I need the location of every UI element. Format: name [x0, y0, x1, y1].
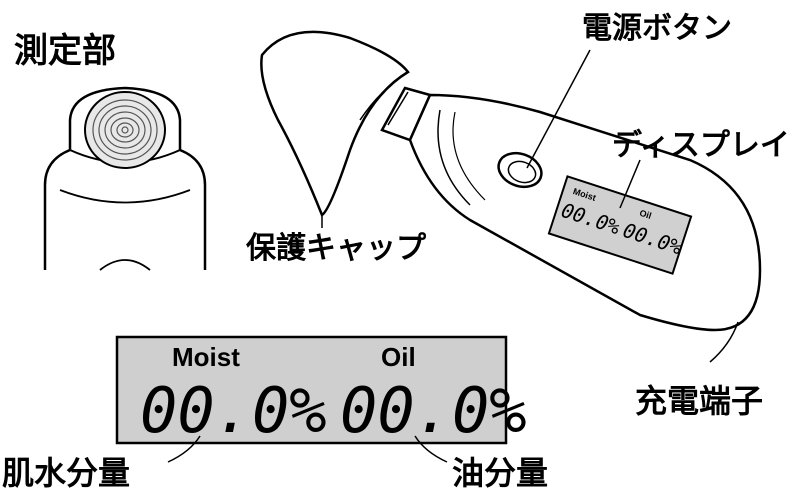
label-power-button: 電源ボタン	[582, 11, 732, 46]
lcd-panel	[115, 335, 508, 445]
lcd-oil-value: 00.0%	[340, 374, 527, 447]
leader-oil	[414, 435, 448, 463]
leader-display	[619, 159, 641, 209]
leader-charge-terminal	[709, 321, 739, 363]
lcd-oil-label: Oil	[381, 342, 416, 372]
label-charge-terminal: 充電端子	[635, 382, 763, 420]
lcd-closeup: Moist Oil 00.0% 00.0% 肌水分量 油分量	[2, 335, 548, 492]
lcd-moist-label: Moist	[172, 342, 240, 372]
label-cap: 保護キャップ	[246, 231, 427, 266]
protective-cap: 保護キャップ	[246, 30, 427, 266]
small-display: Moist Oil 00.0% 00.0%	[547, 175, 693, 275]
sensor-closeup: 測定部	[14, 31, 207, 271]
leader-skin-moisture	[167, 435, 201, 463]
label-display: ディスプレイ	[612, 128, 790, 163]
device-body: Moist Oil 00.0% 00.0% 電源ボタン ディスプレイ 充電端子	[380, 11, 790, 420]
leader-power-button	[526, 49, 591, 169]
label-sensor: 測定部	[14, 31, 116, 71]
small-display-oil-label: Oil	[638, 208, 653, 221]
sensor-rings	[92, 99, 158, 161]
label-oil: 油分量	[452, 454, 548, 492]
label-skin-moisture: 肌水分量	[2, 454, 130, 492]
lcd-moist-value: 00.0%	[140, 374, 327, 447]
